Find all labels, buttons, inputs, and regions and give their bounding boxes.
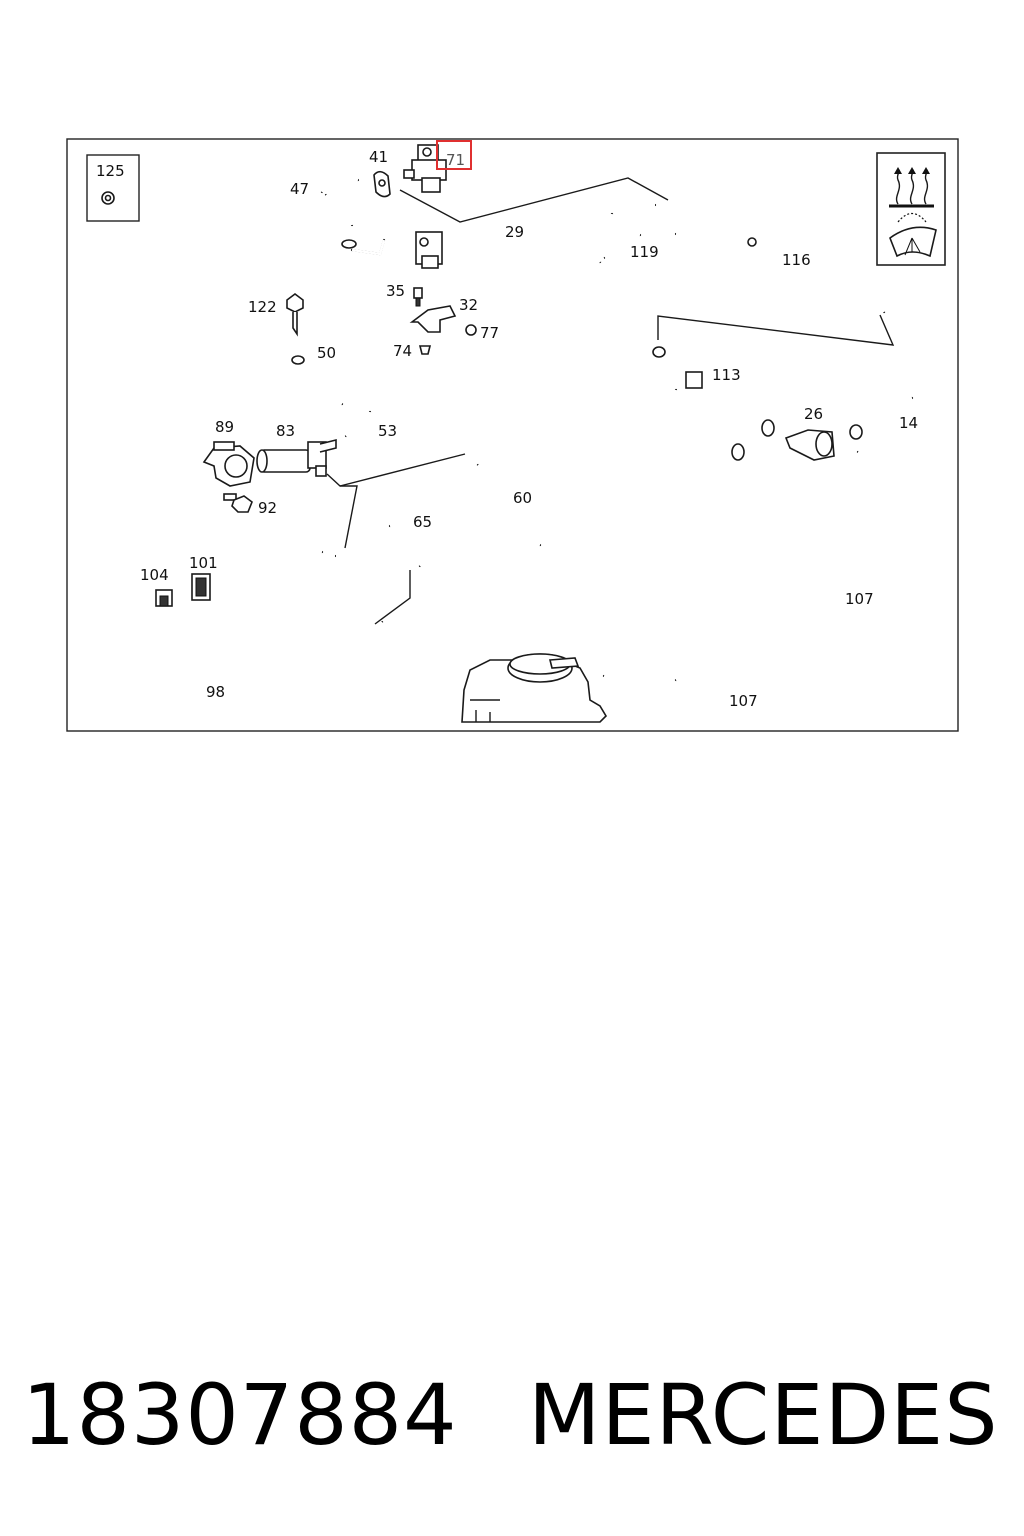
heat-waves-icon [889,167,934,208]
holder-89 [202,441,255,487]
callout-107-upper: 107 [845,590,874,608]
clip-104 [155,589,173,607]
defrost-symbol-box [876,152,946,266]
screw-122 [286,293,304,337]
callout-71: 71 [446,151,465,169]
valve-assembly [415,231,443,269]
sensor-35 [413,287,423,307]
callout-104: 104 [140,566,169,584]
callout-98: 98 [206,683,225,701]
callout-53: 53 [378,422,397,440]
hose-116 [674,232,886,314]
footer: 18307884 MERCEDES [0,1355,1024,1475]
clip-ring [291,355,305,365]
callout-122: 122 [248,298,277,316]
parts-diagram: 125 47 41 71 29 119 116 122 35 32 77 74 … [66,138,959,732]
brand-name: MERCEDES [528,1366,999,1464]
connector-26 [784,429,835,461]
bracket-32 [409,305,457,333]
callout-60: 60 [513,489,532,507]
callout-32: 32 [459,296,478,314]
callout-107-lower: 107 [729,692,758,710]
reservoir-tank [461,653,608,723]
leader-83-65 [340,485,358,549]
callout-125: 125 [96,162,125,180]
inset-box-125 [86,154,140,222]
callout-71-highlight [436,140,472,170]
callout-101: 101 [189,554,218,572]
leader-83-60 [326,453,466,487]
callout-89: 89 [215,418,234,436]
callout-35: 35 [386,282,405,300]
hose-29 [434,238,606,272]
callout-14: 14 [899,414,918,432]
callout-83: 83 [276,422,295,440]
callout-116: 116 [782,251,811,269]
diagram-frame [66,138,959,732]
callout-29: 29 [505,223,524,241]
hose-113 [652,346,775,461]
callout-47: 47 [290,180,309,198]
callout-74: 74 [393,342,412,360]
leader-113-116 [657,314,895,346]
part-number: 18307884 [22,1366,458,1464]
callout-50: 50 [317,344,336,362]
callout-77: 77 [480,324,499,342]
callout-92: 92 [258,499,277,517]
callout-119: 119 [630,243,659,261]
bolt-92 [223,493,253,513]
callout-65: 65 [413,513,432,531]
windshield-spray-icon [889,212,937,258]
callout-41: 41 [369,148,388,166]
nut-77 [465,324,477,336]
clip-101 [191,573,211,601]
pump-83 [256,438,337,477]
part-74 [418,345,432,355]
callout-26: 26 [804,405,823,423]
leader-71-119 [399,177,669,223]
callout-113: 113 [712,366,741,384]
leader-98-107 [374,570,411,625]
